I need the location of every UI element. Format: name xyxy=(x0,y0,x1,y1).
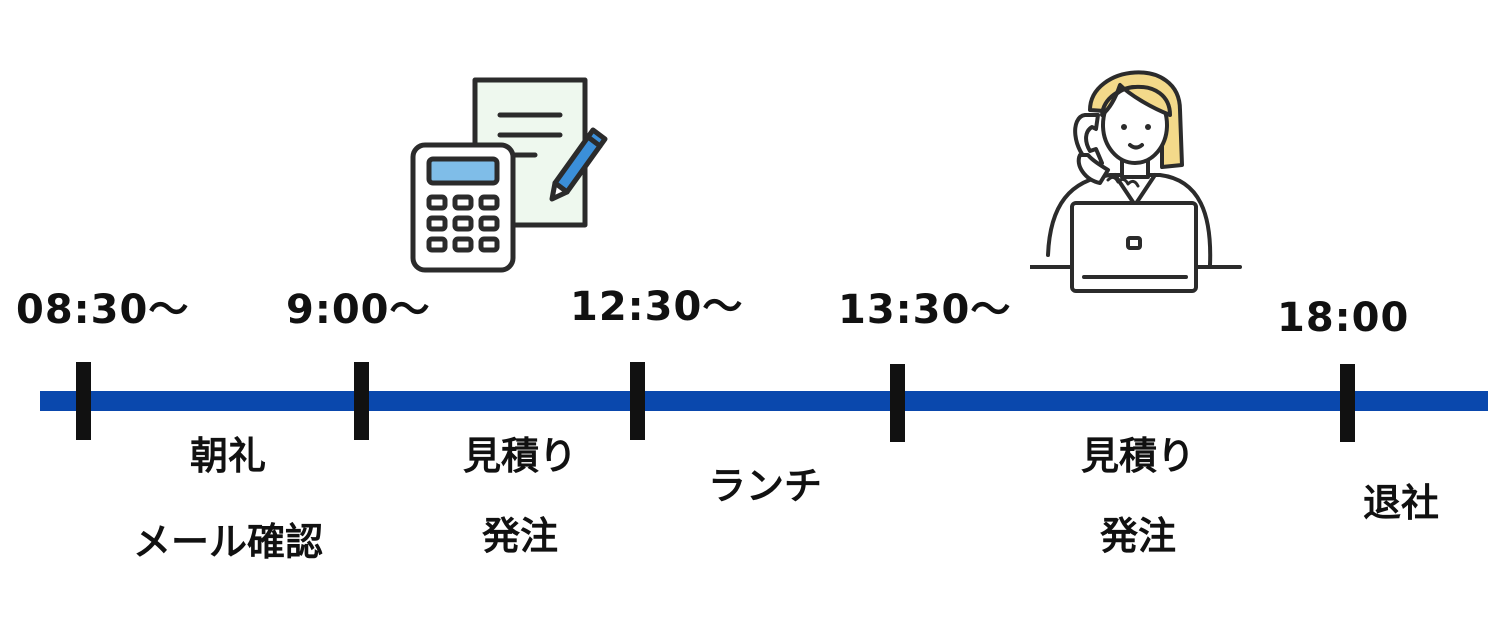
activity-line: ランチ xyxy=(707,464,823,508)
activity-label: 退社 xyxy=(1363,475,1439,531)
activity-label: ランチ xyxy=(708,458,822,514)
activity-line: 朝礼 xyxy=(189,434,267,478)
activity-line: メール確認 xyxy=(132,520,324,564)
activity-line: 退社 xyxy=(1362,481,1440,525)
timeline-tick xyxy=(76,362,91,440)
activity-label: 見積り 発注 xyxy=(1081,428,1195,564)
time-label: 12:30〜 xyxy=(570,284,744,330)
time-label: 18:00 xyxy=(1277,295,1410,341)
timeline-bar xyxy=(40,391,1488,411)
timeline-tick xyxy=(630,362,645,440)
activity-line: 見積り xyxy=(462,434,578,478)
time-label: 13:30〜 xyxy=(838,287,1012,333)
time-label: 08:30〜 xyxy=(16,287,190,333)
activity-label: 朝礼 メール確認 xyxy=(133,428,323,570)
timeline-tick xyxy=(1340,364,1355,442)
woman-on-phone-laptop-icon xyxy=(1030,70,1242,293)
activity-label: 見積り 発注 xyxy=(463,428,577,564)
activity-line: 見積り xyxy=(1080,434,1196,478)
timeline-tick xyxy=(890,364,905,442)
time-label: 9:00〜 xyxy=(286,287,431,333)
activity-line: 発注 xyxy=(1099,514,1177,558)
calculator-document-pen-icon xyxy=(410,77,608,273)
activity-line: 発注 xyxy=(481,514,559,558)
timeline-tick xyxy=(354,362,369,440)
